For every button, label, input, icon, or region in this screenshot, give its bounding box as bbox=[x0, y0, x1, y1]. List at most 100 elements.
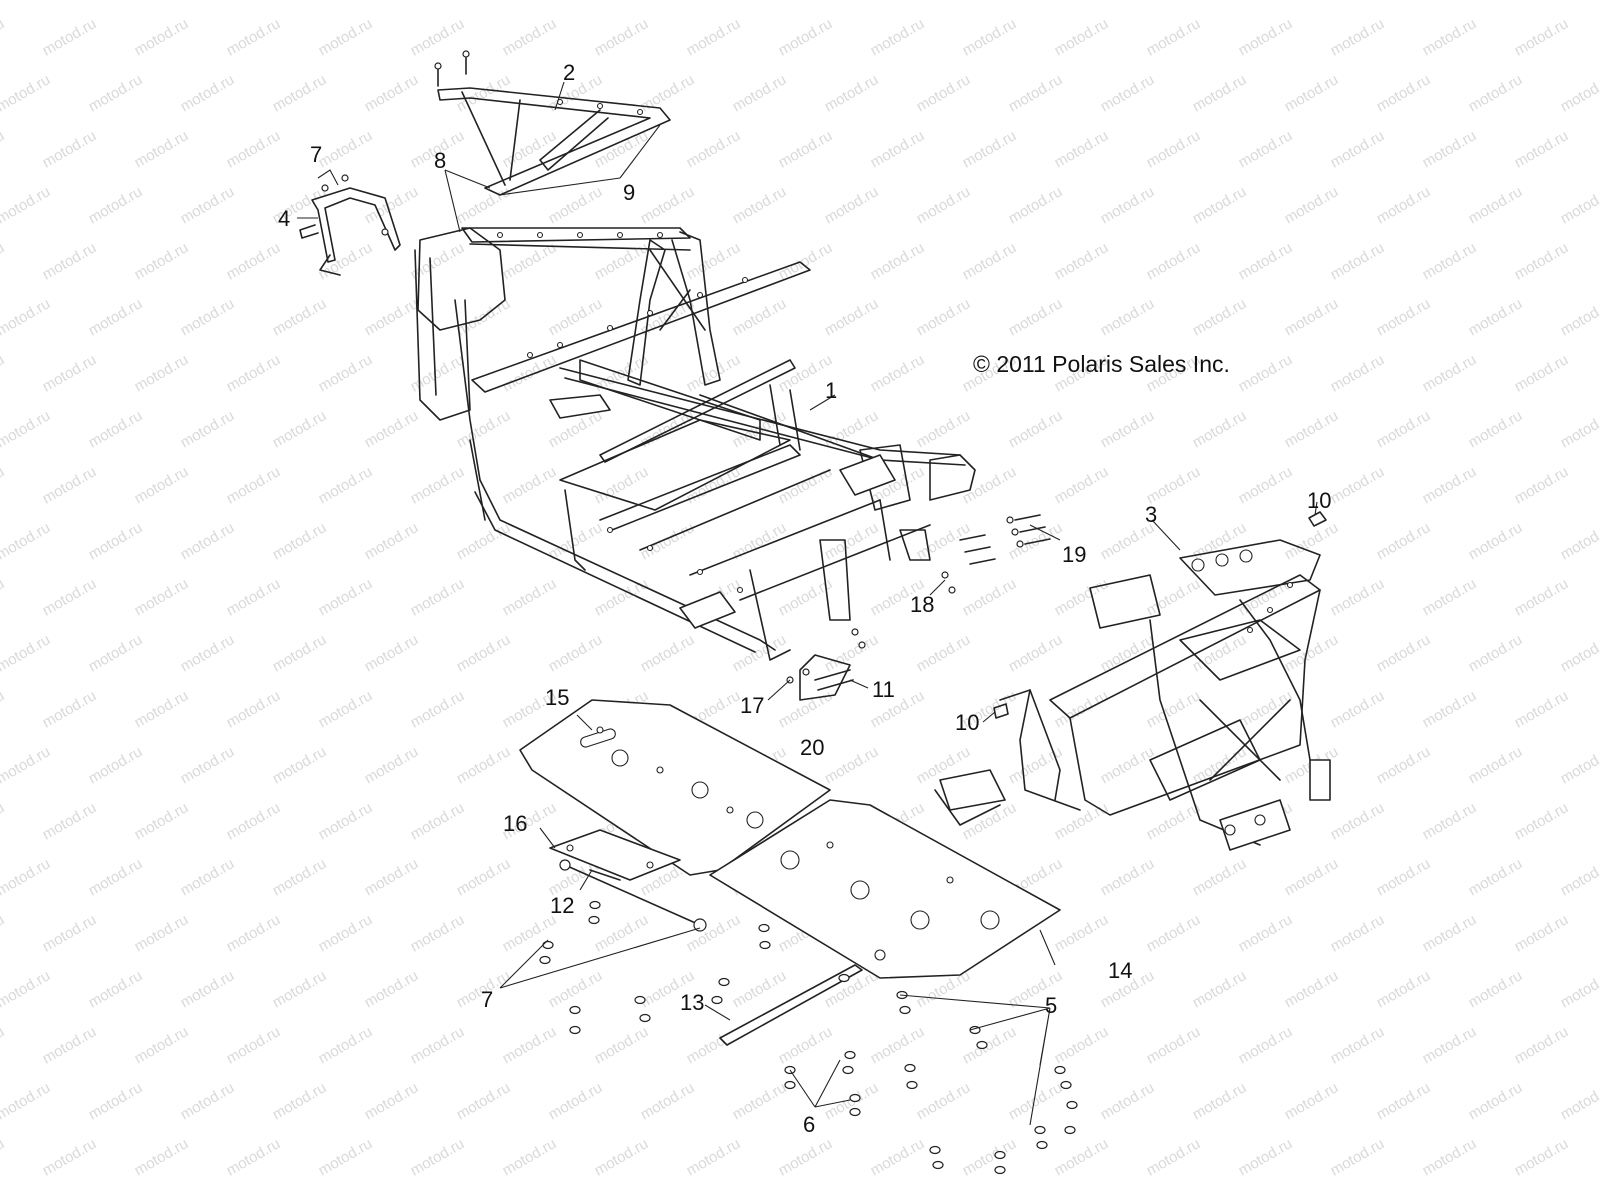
watermark-text: motod.ru bbox=[1328, 1135, 1388, 1179]
fastener-push-rivet bbox=[1064, 1125, 1076, 1135]
watermark-text: motod.ru bbox=[684, 15, 744, 59]
watermark-text: motod.ru bbox=[1098, 295, 1158, 339]
watermark-text: motod.ru bbox=[1420, 687, 1480, 731]
watermark-text: motod.ru bbox=[1420, 799, 1480, 843]
watermark-text: motod.ru bbox=[178, 967, 238, 1011]
watermark-text: motod.ru bbox=[1190, 183, 1250, 227]
callout-7a: 7 bbox=[310, 142, 322, 167]
watermark-text: motod.ru bbox=[270, 0, 330, 3]
watermark-text: motod.ru bbox=[362, 519, 422, 563]
watermark-text: motod.ru bbox=[1236, 1023, 1296, 1067]
fastener-push-rivet bbox=[589, 900, 601, 910]
watermark-text: motod.ru bbox=[1466, 967, 1526, 1011]
upper-brace bbox=[434, 50, 671, 196]
watermark-text: motod.ru bbox=[1190, 71, 1250, 115]
watermark-text: motod.ru bbox=[776, 463, 836, 507]
watermark-text: motod.ru bbox=[0, 631, 53, 675]
watermark-text: motod.ru bbox=[960, 1135, 1020, 1179]
watermark-text: motod.ru bbox=[0, 519, 53, 563]
watermark-text: motod.ru bbox=[40, 127, 100, 171]
watermark-text: motod.ru bbox=[1558, 1079, 1600, 1123]
watermark-text: motod.ru bbox=[500, 1023, 560, 1067]
watermark-text: motod.ru bbox=[132, 1023, 192, 1067]
watermark-text: motod.ru bbox=[1374, 519, 1434, 563]
watermark-text: motod.ru bbox=[316, 351, 376, 395]
watermark-text: motod.ru bbox=[454, 183, 514, 227]
watermark-text: motod.ru bbox=[178, 1079, 238, 1123]
fastener-push-rivet bbox=[539, 955, 551, 965]
fastener-push-rivet bbox=[759, 940, 771, 950]
fastener-push-rivet bbox=[906, 1080, 918, 1090]
watermark-text: motod.ru bbox=[592, 575, 652, 619]
watermark-text: motod.ru bbox=[224, 15, 284, 59]
watermark-text: motod.ru bbox=[1558, 407, 1600, 451]
watermark-text: motod.ru bbox=[868, 127, 928, 171]
watermark-text: motod.ru bbox=[1236, 15, 1296, 59]
watermark-text: motod.ru bbox=[224, 127, 284, 171]
callout-10a: 10 bbox=[1307, 488, 1331, 513]
watermark-text: motod.ru bbox=[684, 1135, 744, 1179]
watermark-text: motod.ru bbox=[730, 183, 790, 227]
watermark-text: motod.ru bbox=[1466, 183, 1526, 227]
watermark-text: motod.ru bbox=[86, 183, 146, 227]
watermark-text: motod.ru bbox=[178, 71, 238, 115]
watermark-text: motod.ru bbox=[1374, 1079, 1434, 1123]
watermark-text: motod.ru bbox=[1052, 1135, 1112, 1179]
watermark-text: motod.ru bbox=[86, 71, 146, 115]
fastener-push-rivet bbox=[639, 1013, 651, 1023]
watermark-text: motod.ru bbox=[86, 743, 146, 787]
callout-7b: 7 bbox=[481, 987, 493, 1012]
watermark-text: motod.ru bbox=[454, 1079, 514, 1123]
fastener-push-rivet bbox=[784, 1080, 796, 1090]
watermark-text: motod.ru bbox=[1282, 183, 1342, 227]
watermark-text: motod.ru bbox=[1144, 1023, 1204, 1067]
watermark-text: motod.ru bbox=[408, 911, 468, 955]
fastener-push-rivet bbox=[849, 1107, 861, 1117]
watermark-text: motod.ru bbox=[914, 631, 974, 675]
fastener-push-rivet bbox=[904, 1063, 916, 1073]
front-bracket bbox=[299, 174, 401, 276]
callout-19: 19 bbox=[1062, 542, 1086, 567]
watermark-text: motod.ru bbox=[1144, 687, 1204, 731]
callout-2: 2 bbox=[563, 60, 575, 85]
watermark-text: motod.ru bbox=[1420, 15, 1480, 59]
watermark-text: motod.ru bbox=[546, 183, 606, 227]
leader-lines bbox=[297, 81, 1318, 1126]
watermark-text: motod.ru bbox=[0, 463, 7, 507]
watermark-text: motod.ru bbox=[1558, 0, 1600, 3]
watermark-text: motod.ru bbox=[1328, 239, 1388, 283]
watermark-text: motod.ru bbox=[0, 351, 7, 395]
watermark-text: motod.ru bbox=[40, 799, 100, 843]
watermark-text: motod.ru bbox=[1282, 967, 1342, 1011]
watermark-text: motod.ru bbox=[270, 407, 330, 451]
watermark-text: motod.ru bbox=[1328, 1023, 1388, 1067]
watermark-text: motod.ru bbox=[362, 743, 422, 787]
watermark-text: motod.ru bbox=[1006, 295, 1066, 339]
watermark-text: motod.ru bbox=[546, 0, 606, 3]
watermark-text: motod.ru bbox=[730, 631, 790, 675]
watermark-text: motod.ru bbox=[40, 911, 100, 955]
watermark-text: motod.ru bbox=[1052, 15, 1112, 59]
watermark-text: motod.ru bbox=[1236, 127, 1296, 171]
watermark-text: motod.ru bbox=[1052, 239, 1112, 283]
watermark-text: motod.ru bbox=[316, 799, 376, 843]
watermark-text: motod.ru bbox=[1006, 1079, 1066, 1123]
watermark-text: motod.ru bbox=[500, 15, 560, 59]
callout-9: 9 bbox=[623, 180, 635, 205]
watermark-text: motod.ru bbox=[500, 127, 560, 171]
watermark-text: motod.ru bbox=[1098, 183, 1158, 227]
callout-4: 4 bbox=[278, 206, 290, 231]
watermark-text: motod.ru bbox=[0, 239, 7, 283]
watermark-text: motod.ru bbox=[0, 0, 53, 3]
callout-16: 16 bbox=[503, 811, 527, 836]
watermark-text: motod.ru bbox=[822, 631, 882, 675]
watermark-text: motod.ru bbox=[362, 631, 422, 675]
watermark-text: motod.ru bbox=[86, 967, 146, 1011]
watermark-text: motod.ru bbox=[776, 1023, 836, 1067]
watermark-text: motod.ru bbox=[1374, 743, 1434, 787]
watermark-text: motod.ru bbox=[316, 463, 376, 507]
fastener-push-rivet bbox=[1036, 1140, 1048, 1150]
floor-panel-14 bbox=[709, 799, 1061, 979]
watermark-text: motod.ru bbox=[408, 575, 468, 619]
callout-12: 12 bbox=[550, 893, 574, 918]
